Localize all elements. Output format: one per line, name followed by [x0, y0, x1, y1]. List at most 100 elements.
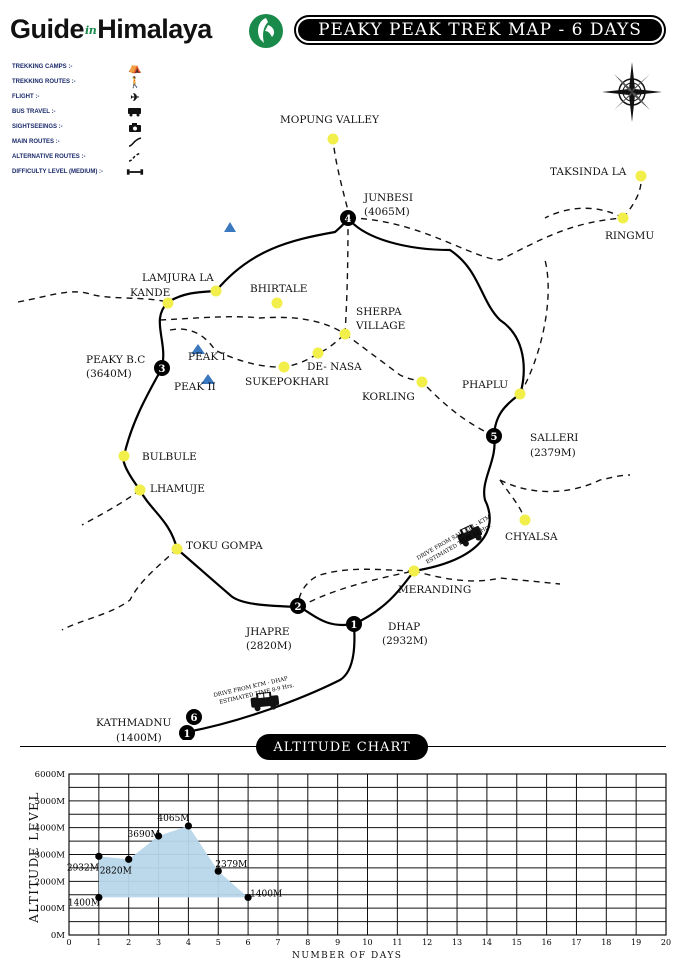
altitude-point — [95, 893, 103, 902]
place-label: PEAK I — [188, 351, 226, 363]
place-label: LAMJURA LA — [142, 272, 214, 284]
x-tick-label: 13 — [452, 938, 462, 947]
place-label: TOKU GOMPA — [186, 540, 263, 552]
y-tick-label: 2000M — [35, 877, 66, 887]
x-tick-label: 0 — [66, 938, 71, 947]
x-tick-label: 10 — [362, 938, 372, 947]
waypoint-mopung — [327, 133, 339, 145]
place-label: DE- NASA — [307, 361, 362, 373]
x-tick-label: 17 — [571, 938, 581, 947]
legend-label: TREKKING ROUTES :- — [12, 79, 76, 85]
place-altitude: (2820M) — [246, 640, 292, 652]
place-altitude: (4065M) — [364, 206, 410, 218]
legend-label: ALTERNATIVE ROUTES :- — [12, 154, 86, 160]
legend-label: SIGHTSEEINGS :- — [12, 124, 63, 130]
solid-line-icon — [126, 135, 144, 149]
altitude-point — [184, 822, 192, 830]
place-label: CHYALSA — [505, 531, 558, 543]
waypoint-korling — [416, 376, 428, 388]
hiker-icon: 🚶 — [128, 76, 142, 89]
place-label: MERANDING — [398, 584, 472, 596]
legend-item-difficulty: DIFFICULTY LEVEL (MEDIUM) :- — [12, 165, 152, 179]
stop-label: 6 — [191, 713, 198, 724]
place-label: SALLERI — [530, 432, 579, 444]
waypoint-meranding — [408, 565, 420, 577]
brand-logo-text: GuideinHimalaya — [10, 14, 212, 45]
chart-frame — [68, 773, 667, 936]
legend-label: DIFFICULTY LEVEL (MEDIUM) :- — [12, 169, 103, 175]
dumbbell-icon — [126, 165, 144, 179]
legend-item-routes: TREKKING ROUTES :- 🚶 — [12, 75, 152, 89]
place-label: DHAP — [388, 621, 421, 633]
waypoint-bulbule — [118, 450, 130, 462]
y-tick-label: 0M — [51, 931, 65, 941]
x-tick-label: 20 — [661, 938, 671, 947]
waypoint-de-nasa — [312, 347, 324, 359]
place-label: SUKEPOKHARI — [245, 376, 329, 388]
brand-himalaya: Himalaya — [97, 14, 212, 44]
brand-leaf-icon — [249, 14, 283, 48]
altitude-point — [125, 855, 133, 863]
waypoint-chyalsa — [519, 514, 531, 526]
place-label: MOPUNG VALLEY — [280, 114, 379, 126]
legend-item-camps: TREKKING CAMPS :- ⛺ — [12, 60, 152, 74]
stop-label: 5 — [491, 432, 498, 443]
y-tick-label: 1000M — [35, 904, 66, 914]
legend-label: BUS TRAVEL :- — [12, 109, 56, 115]
place-label: KATHMADNU — [96, 717, 172, 729]
waypoints — [118, 133, 647, 577]
place-label: PHAPLU — [462, 379, 509, 391]
place-altitude: (1400M) — [116, 732, 162, 744]
place-label: SHERPA — [356, 306, 402, 318]
x-tick-label: 12 — [422, 938, 432, 947]
place-label: JHAPRE — [246, 626, 290, 638]
waypoint-sherpa-village — [339, 328, 351, 340]
waypoint-bhirtale — [271, 297, 283, 309]
x-tick-label: 14 — [482, 938, 492, 947]
dashed-line-icon — [126, 150, 144, 164]
legend-item-main-routes: MAIN ROUTES :- — [12, 135, 152, 149]
plane-icon: ✈ — [130, 91, 140, 104]
peak-ii-icon — [201, 374, 215, 384]
stop-label: 3 — [159, 364, 166, 375]
camera-icon — [126, 120, 144, 134]
alternative-routes — [17, 138, 642, 631]
y-tick-label: 5000M — [35, 797, 66, 807]
altitude-point-label: 1400M — [250, 889, 282, 899]
waypoint-taksinda — [635, 170, 647, 182]
legend-label: TREKKING CAMPS :- — [12, 64, 73, 70]
altitude-area — [98, 825, 249, 898]
x-tick-label: 5 — [216, 938, 221, 947]
altitude-point-label: 2820M — [100, 866, 132, 876]
x-tick-label: 11 — [392, 938, 402, 947]
place-label: KANDE — [130, 287, 171, 299]
x-tick-label: 7 — [275, 938, 280, 947]
altitude-point — [95, 852, 103, 860]
place-label: BHIRTALE — [250, 283, 308, 295]
altitude-point — [244, 893, 252, 902]
altitude-point-label: 3690M — [128, 830, 160, 840]
peak-marker-icon — [224, 222, 236, 232]
altitude-point-label: 2932M — [67, 863, 99, 873]
legend-label: FLIGHT :- — [12, 94, 40, 100]
x-tick-label: 6 — [246, 938, 251, 947]
waypoint-ringmu — [617, 212, 629, 224]
main-route — [122, 217, 525, 734]
jeep-icon-ktm — [250, 691, 280, 712]
compass-rose-icon — [602, 62, 662, 122]
x-tick-label: 2 — [126, 938, 131, 947]
waypoint-lamjura — [210, 285, 222, 297]
camp-icon: ⛺ — [128, 61, 142, 74]
y-tick-label: 3000M — [35, 851, 66, 861]
place-label: VILLAGE — [356, 320, 406, 332]
x-tick-label: 16 — [542, 938, 552, 947]
legend-label: MAIN ROUTES :- — [12, 139, 60, 145]
altitude-point — [154, 832, 163, 840]
waypoint-sukepokhari — [278, 361, 290, 373]
x-tick-label: 1 — [96, 938, 101, 947]
legend-item-bus: BUS TRAVEL :- — [12, 105, 152, 119]
x-tick-label: 3 — [156, 938, 161, 947]
brand-guide: Guide — [10, 14, 85, 44]
waypoint-lhamuje — [134, 484, 146, 496]
peak-i-icon — [191, 344, 205, 354]
